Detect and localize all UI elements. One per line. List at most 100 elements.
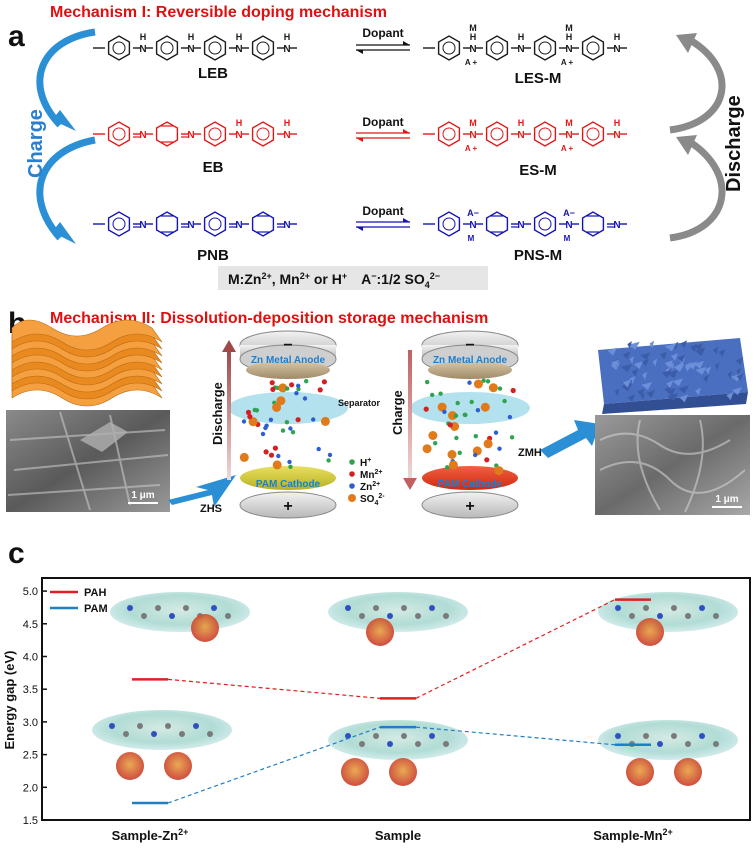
y-tick-label: 1.5 (23, 815, 38, 827)
panel-c-label: c (8, 537, 25, 570)
sem-image-zmh (595, 415, 750, 515)
ion-particle (437, 402, 447, 412)
zmh-flake (642, 371, 648, 380)
atom-label: N (283, 130, 290, 141)
zmh-flake (667, 393, 679, 402)
atom (429, 605, 435, 611)
ion-particle (294, 391, 299, 396)
charge-lobe (191, 614, 219, 642)
ion-particle (448, 460, 458, 470)
ion-particle (510, 387, 516, 394)
atom-label: N (469, 44, 476, 55)
y-tick-label: 4.5 (23, 619, 38, 631)
molecule-maps (92, 592, 738, 786)
ion-particle (509, 435, 515, 440)
electrostatic-map (110, 592, 250, 632)
ion-particle (453, 413, 459, 418)
panel-b: b Mechanism II: Dissolution-deposition s… (6, 307, 750, 519)
zmh-flake (736, 367, 741, 376)
ring (107, 211, 131, 237)
ion-particle (423, 406, 429, 412)
atom (401, 605, 407, 611)
zmh-flake (731, 387, 742, 396)
ring-aromatic (112, 41, 126, 55)
atom (359, 613, 365, 619)
atom-label: N (565, 220, 572, 231)
ring (533, 211, 557, 237)
cell1-minus: − (283, 337, 292, 354)
atom-label: N (187, 220, 194, 231)
ion-particle (483, 439, 493, 449)
electrostatic-map (598, 592, 738, 632)
ring (203, 35, 227, 61)
cell1-plus: + (283, 498, 292, 515)
charge-label: Charge (25, 109, 47, 178)
ion-particle (327, 452, 333, 458)
atom (615, 733, 621, 739)
zmh-flake (607, 347, 618, 356)
zmh-flake (646, 389, 655, 398)
ion-particle (425, 379, 430, 385)
cell1-anode-label: Zn Metal Anode (251, 355, 326, 366)
zmh-flake (695, 366, 707, 375)
atom-label: M (565, 118, 573, 128)
ion-legend: H+Mn2+Zn2+SO42- (348, 457, 385, 507)
ion-particle (473, 434, 478, 439)
atom (169, 613, 175, 619)
charge-lobe (674, 758, 702, 786)
ring (107, 35, 131, 61)
ring-aromatic (538, 217, 552, 231)
atom (699, 605, 705, 611)
zmh-flake (678, 354, 685, 363)
legend-box (218, 266, 488, 290)
atom (373, 605, 379, 611)
atom-label: N (613, 220, 620, 231)
ring (581, 211, 605, 237)
charge-lobe (636, 618, 664, 646)
atom-label: N (565, 44, 572, 55)
atom (193, 723, 199, 729)
ion-particle (289, 382, 295, 388)
charge-lobe (341, 758, 369, 786)
ion-particle (497, 386, 503, 391)
atom-label: N (517, 44, 524, 55)
electrostatic-map (328, 592, 468, 632)
blue-arrow-right (540, 420, 600, 458)
chart-marks (132, 598, 651, 805)
ring (251, 121, 275, 147)
ring (533, 35, 557, 61)
atom (387, 613, 393, 619)
ring (485, 121, 509, 147)
ion-particle (316, 446, 321, 452)
ion-particle (326, 458, 331, 463)
ion-particle (302, 396, 308, 401)
row3-left-label: PNB (197, 247, 229, 264)
zmh-flake (622, 379, 632, 388)
separator-label: Separator (338, 398, 381, 408)
ion-particle (285, 386, 290, 391)
cell-discharge-label: Discharge (210, 382, 225, 445)
legend-label-pam: PAM (84, 603, 108, 615)
zmh-flake (666, 387, 676, 396)
atom-label: H (518, 32, 525, 42)
atom-label: N (235, 220, 242, 231)
zmh-flake (694, 343, 703, 352)
ion-particle (481, 378, 486, 383)
atom-label: H (470, 32, 477, 42)
atom-label: A− (563, 208, 575, 218)
electrostatic-map (328, 720, 468, 760)
ion-particle (469, 399, 474, 405)
atom (643, 733, 649, 739)
atom (127, 605, 133, 611)
ion-particle (488, 383, 498, 393)
ion-particle (447, 422, 453, 428)
ring (155, 121, 179, 147)
ion-particle (502, 398, 507, 404)
ring-aromatic (112, 127, 126, 141)
zmh-label: ZMH (518, 447, 542, 459)
ring (533, 121, 557, 147)
zmh-flake (672, 378, 683, 387)
ion-particle (287, 459, 292, 465)
atom-label: N (565, 130, 572, 141)
atom (141, 613, 147, 619)
